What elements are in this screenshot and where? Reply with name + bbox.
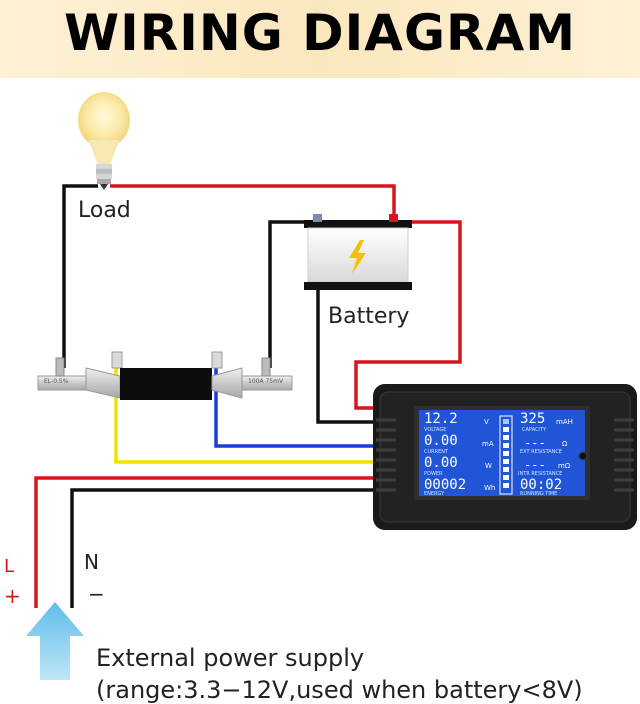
power-label: POWER — [424, 471, 443, 477]
intr-resistance-label: INTR RESISTANCE — [518, 471, 563, 477]
shunt-marking-right: 100A 75mV — [248, 378, 284, 385]
current-unit: mA — [482, 440, 494, 448]
ext-resistance-label: EXT RESISTANCE — [520, 449, 563, 455]
running-time-value: 00:02 — [520, 477, 563, 493]
shunt-marking-left: EL-0.5% — [44, 378, 69, 385]
power-unit: W — [485, 462, 492, 470]
neutral-label: N — [84, 550, 99, 574]
blue-wire — [214, 368, 374, 448]
intr-resistance-unit: mΩ — [558, 462, 571, 470]
yellow-wire — [114, 368, 374, 464]
power-value: 0.00 — [424, 455, 458, 471]
capacity-label: CAPACITY — [522, 427, 547, 433]
line-label: L — [4, 556, 15, 577]
lightning-icon — [349, 240, 366, 274]
meter-body — [373, 384, 637, 530]
capacity-unit: mAH — [556, 418, 573, 426]
voltage-value: 12.2 — [424, 411, 458, 427]
ext-resistance-unit: Ω — [562, 440, 568, 448]
supply-line1: External power supply — [96, 644, 365, 672]
meter-level-bar — [499, 415, 513, 495]
current-value: 0.00 — [424, 433, 458, 449]
energy-unit: Wh — [484, 484, 496, 492]
page-title: WIRING DIAGRAM — [64, 4, 576, 62]
energy-label: ENERGY — [424, 491, 445, 497]
ext-resistance-value: --- — [524, 436, 546, 450]
red-wires — [34, 184, 462, 608]
capacity-value: 325 — [520, 411, 546, 427]
load-label: Load — [78, 198, 131, 223]
voltage-label: VOLTAGE — [424, 427, 447, 433]
battery-icon — [304, 214, 412, 290]
supply-line2: (range:3.3−12V,used when battery<8V) — [96, 676, 583, 704]
battery-label: Battery — [328, 304, 410, 329]
title-banner: WIRING DIAGRAM — [0, 0, 640, 78]
shunt-resistor — [37, 351, 293, 400]
bulb-icon — [78, 92, 130, 190]
current-label: CURRENT — [424, 449, 449, 455]
running-time-label: RUNNING TIME — [520, 491, 558, 497]
intr-resistance-value: --- — [524, 458, 546, 472]
plus-label: + — [4, 584, 21, 608]
energy-value: 00002 — [424, 477, 467, 493]
arrow-up-icon — [26, 602, 84, 680]
minus-label: − — [88, 582, 105, 606]
voltage-unit: V — [484, 418, 489, 426]
